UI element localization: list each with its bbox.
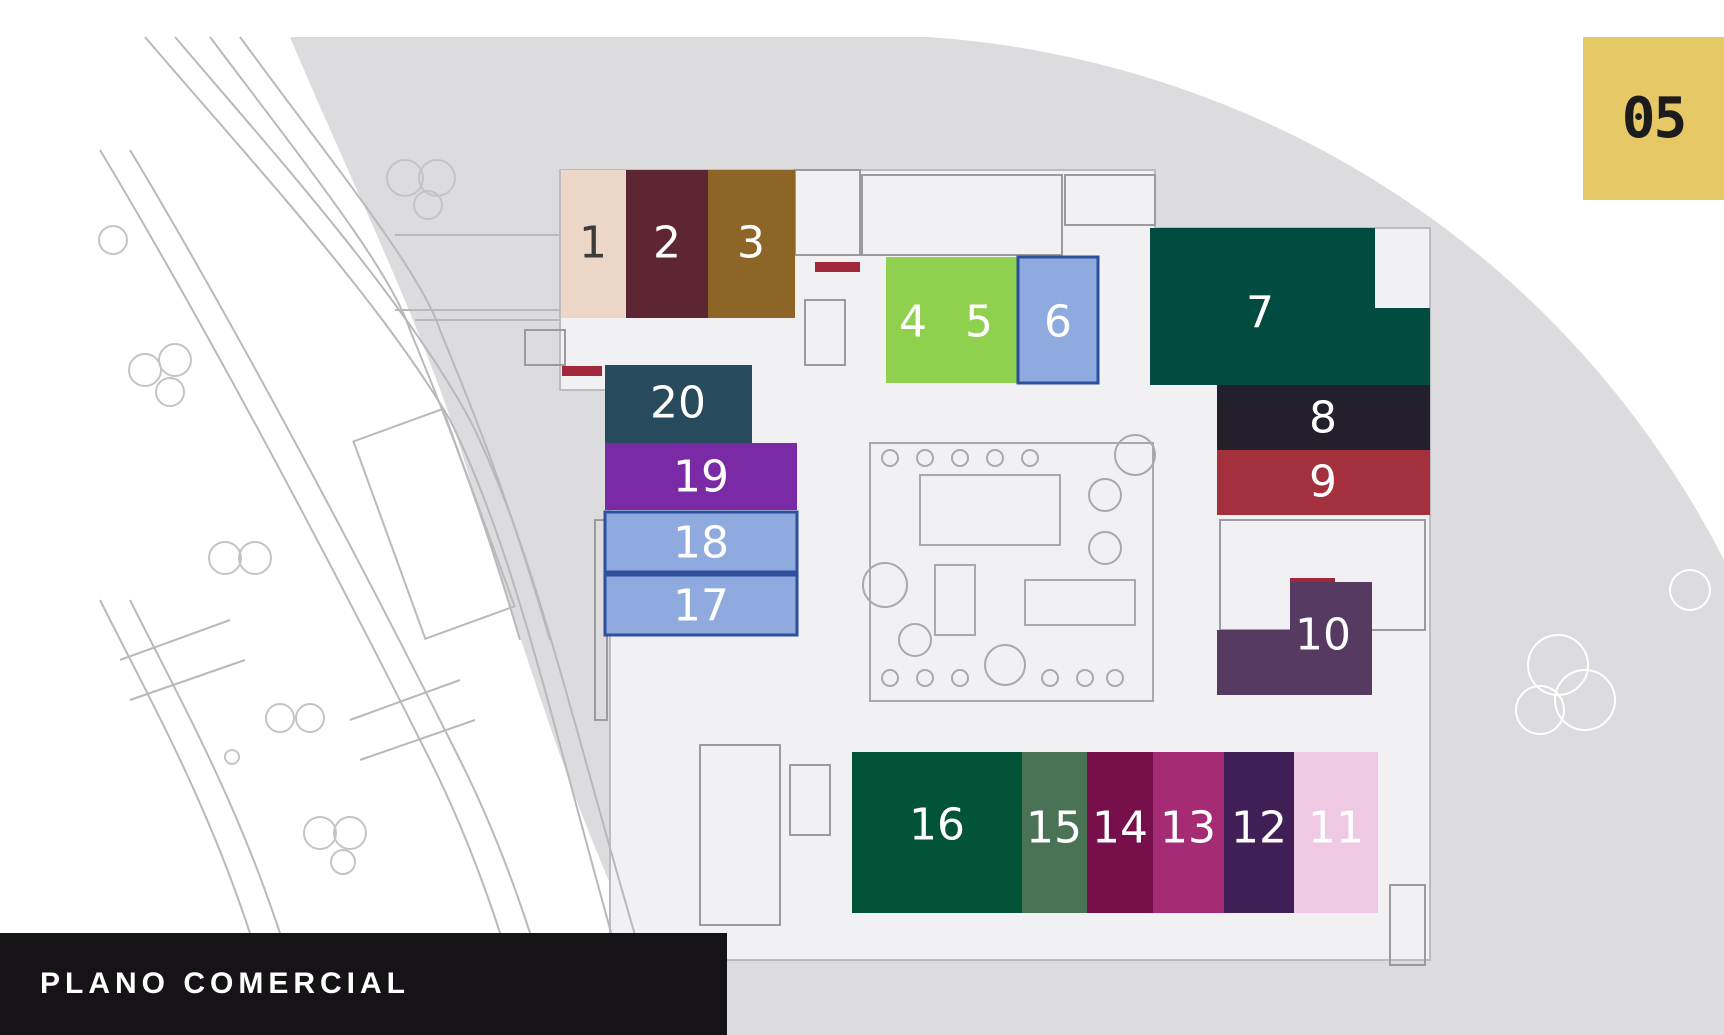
- unit-2-label: 2: [653, 218, 681, 269]
- unit-14-label: 14: [1092, 803, 1148, 854]
- unit-2-area[interactable]: [626, 170, 708, 318]
- unit-5-area[interactable]: [941, 257, 1018, 383]
- unit-16[interactable]: 16: [852, 752, 1022, 913]
- unit-16-label: 16: [909, 800, 965, 851]
- central-plaza: [862, 434, 1156, 702]
- title-bar: PLANO COMERCIAL: [0, 933, 727, 1035]
- unit-9-label: 9: [1309, 457, 1337, 508]
- page-title: PLANO COMERCIAL: [40, 967, 410, 1000]
- unit-20[interactable]: 20: [605, 365, 752, 443]
- unit-7-area[interactable]: [1150, 228, 1430, 385]
- unit-9-area[interactable]: [1217, 450, 1430, 515]
- unit-6-label: 6: [1044, 297, 1072, 348]
- unit-7-label: 7: [1246, 288, 1274, 339]
- unit-3-area[interactable]: [708, 170, 795, 318]
- unit-11-area[interactable]: [1294, 752, 1378, 913]
- unit-19-area[interactable]: [605, 443, 797, 510]
- unit-10-area[interactable]: [1217, 582, 1372, 695]
- unit-12-area[interactable]: [1224, 752, 1294, 913]
- unit-10-label: 10: [1295, 610, 1351, 661]
- unit-6[interactable]: 6: [1016, 255, 1100, 385]
- unit-18-label: 18: [673, 518, 729, 569]
- unit-15[interactable]: 15: [1022, 752, 1087, 913]
- unit-20-area[interactable]: [605, 365, 752, 443]
- unit-3-label: 3: [737, 218, 765, 269]
- unit-5[interactable]: 5: [941, 257, 1018, 383]
- unit-4-area[interactable]: [886, 257, 941, 383]
- unit-9[interactable]: 9: [1217, 450, 1430, 515]
- unit-3[interactable]: 3: [708, 170, 795, 318]
- unit-15-area[interactable]: [1022, 752, 1087, 913]
- unit-18-area[interactable]: [603, 510, 799, 574]
- unit-12[interactable]: 12: [1224, 752, 1294, 913]
- unit-20-label: 20: [650, 378, 706, 429]
- unit-15-label: 15: [1026, 803, 1082, 854]
- unit-10[interactable]: 10: [1217, 582, 1372, 695]
- unit-13[interactable]: 13: [1153, 752, 1224, 913]
- unit-6-area[interactable]: [1016, 255, 1100, 385]
- unit-11[interactable]: 11: [1294, 752, 1378, 913]
- unit-11-label: 11: [1308, 803, 1364, 854]
- unit-13-area[interactable]: [1153, 752, 1224, 913]
- unit-18[interactable]: 18: [603, 510, 799, 574]
- unit-17-area[interactable]: [603, 573, 799, 637]
- unit-1[interactable]: 1: [561, 170, 626, 318]
- unit-14[interactable]: 14: [1087, 752, 1153, 913]
- unit-5-label: 5: [965, 297, 993, 348]
- unit-17-label: 17: [673, 581, 729, 632]
- unit-4[interactable]: 4: [886, 257, 941, 383]
- unit-19[interactable]: 19: [605, 443, 797, 510]
- unit-7[interactable]: 7: [1150, 228, 1430, 385]
- unit-8-area[interactable]: [1217, 385, 1430, 450]
- unit-19-label: 19: [673, 452, 729, 503]
- unit-13-label: 13: [1160, 803, 1216, 854]
- page-number-badge: 05: [1583, 37, 1724, 200]
- unit-14-area[interactable]: [1087, 752, 1153, 913]
- unit-4-label: 4: [899, 297, 927, 348]
- unit-12-label: 12: [1231, 803, 1287, 854]
- unit-8-label: 8: [1309, 393, 1337, 444]
- unit-2[interactable]: 2: [626, 170, 708, 318]
- unit-8[interactable]: 8: [1217, 385, 1430, 450]
- trees: [98, 159, 456, 875]
- unit-16-area[interactable]: [852, 752, 1022, 913]
- unit-17[interactable]: 17: [603, 573, 799, 637]
- unit-1-label: 1: [579, 218, 607, 269]
- unit-1-area[interactable]: [561, 170, 626, 318]
- landscape-trees-right: [1515, 569, 1711, 735]
